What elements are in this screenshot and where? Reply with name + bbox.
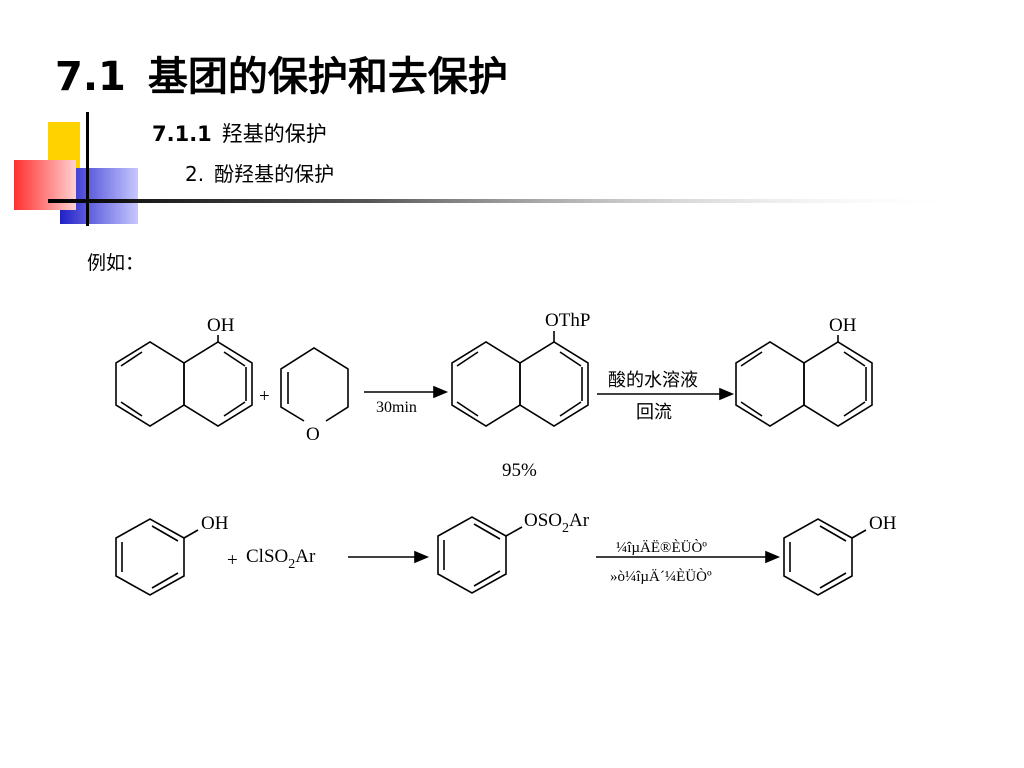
r2-reagent-subscript: 2: [288, 557, 295, 572]
r2-reactant-oh: OH: [201, 513, 229, 534]
phenol-product: [783, 518, 867, 596]
dihydropyran: [280, 347, 349, 422]
r1-reactant-oh: OH: [207, 315, 235, 336]
r1-arrow-1: [364, 385, 449, 399]
r1-condition: 30min: [376, 399, 417, 416]
r1-yield: 95%: [502, 460, 537, 481]
page-title: 7.1 基团的保护和去保护: [55, 44, 508, 102]
subtitle-number: 7.1.1: [152, 122, 212, 146]
aryl-sulfonate: [437, 516, 523, 594]
title-number: 7.1: [55, 54, 126, 100]
othp-naphthalene: [451, 331, 589, 427]
subsubtitle-text: 酚羟基的保护: [214, 162, 335, 186]
decor-vertical-line: [86, 112, 89, 226]
naphthol-reactant: [115, 335, 253, 427]
r2-product-group: OSO2Ar: [524, 510, 590, 536]
phenol-reactant: [115, 518, 199, 596]
subsubtitle-number: 2.: [185, 162, 205, 186]
r1-arrow-2: [597, 387, 735, 401]
decorative-logo: [14, 112, 968, 226]
r2-product-main: OSO: [524, 510, 562, 531]
naphthol-product: [735, 335, 873, 427]
r1-deprotect-condition-1: 酸的水溶液: [608, 370, 698, 391]
r2-arrow-1: [348, 550, 430, 564]
r1-final-oh: OH: [829, 315, 857, 336]
r1-plus: +: [259, 386, 270, 407]
r2-final-oh: OH: [869, 513, 897, 534]
example-label: 例如：: [87, 252, 145, 274]
r2-plus: +: [227, 550, 238, 571]
r1-deprotect-condition-2: 回流: [636, 402, 672, 423]
title-text: 基团的保护和去保护: [147, 54, 508, 100]
r1-dhp-oxygen: O: [306, 424, 320, 445]
r2-reagent: ClSO2Ar: [246, 546, 316, 572]
r2-condition-1: ¼îµÄË®ÈÜÒº: [616, 539, 707, 556]
subsection-title: 2. 酚羟基的保护: [185, 158, 334, 187]
decor-horizontal-line: [48, 199, 968, 203]
r1-product-group: OThP: [545, 310, 590, 331]
r2-reagent-tail: Ar: [295, 546, 316, 567]
r2-arrow-2: [596, 550, 781, 564]
section-subtitle: 7.1.1 羟基的保护: [152, 118, 327, 148]
subtitle-text: 羟基的保护: [221, 122, 327, 146]
r2-condition-2: »ò¼îµÄ´¼ÈÜÒº: [610, 568, 712, 585]
r2-product-subscript: 2: [562, 521, 569, 536]
r2-product-tail: Ar: [569, 510, 590, 531]
r2-reagent-main: ClSO: [246, 546, 288, 567]
